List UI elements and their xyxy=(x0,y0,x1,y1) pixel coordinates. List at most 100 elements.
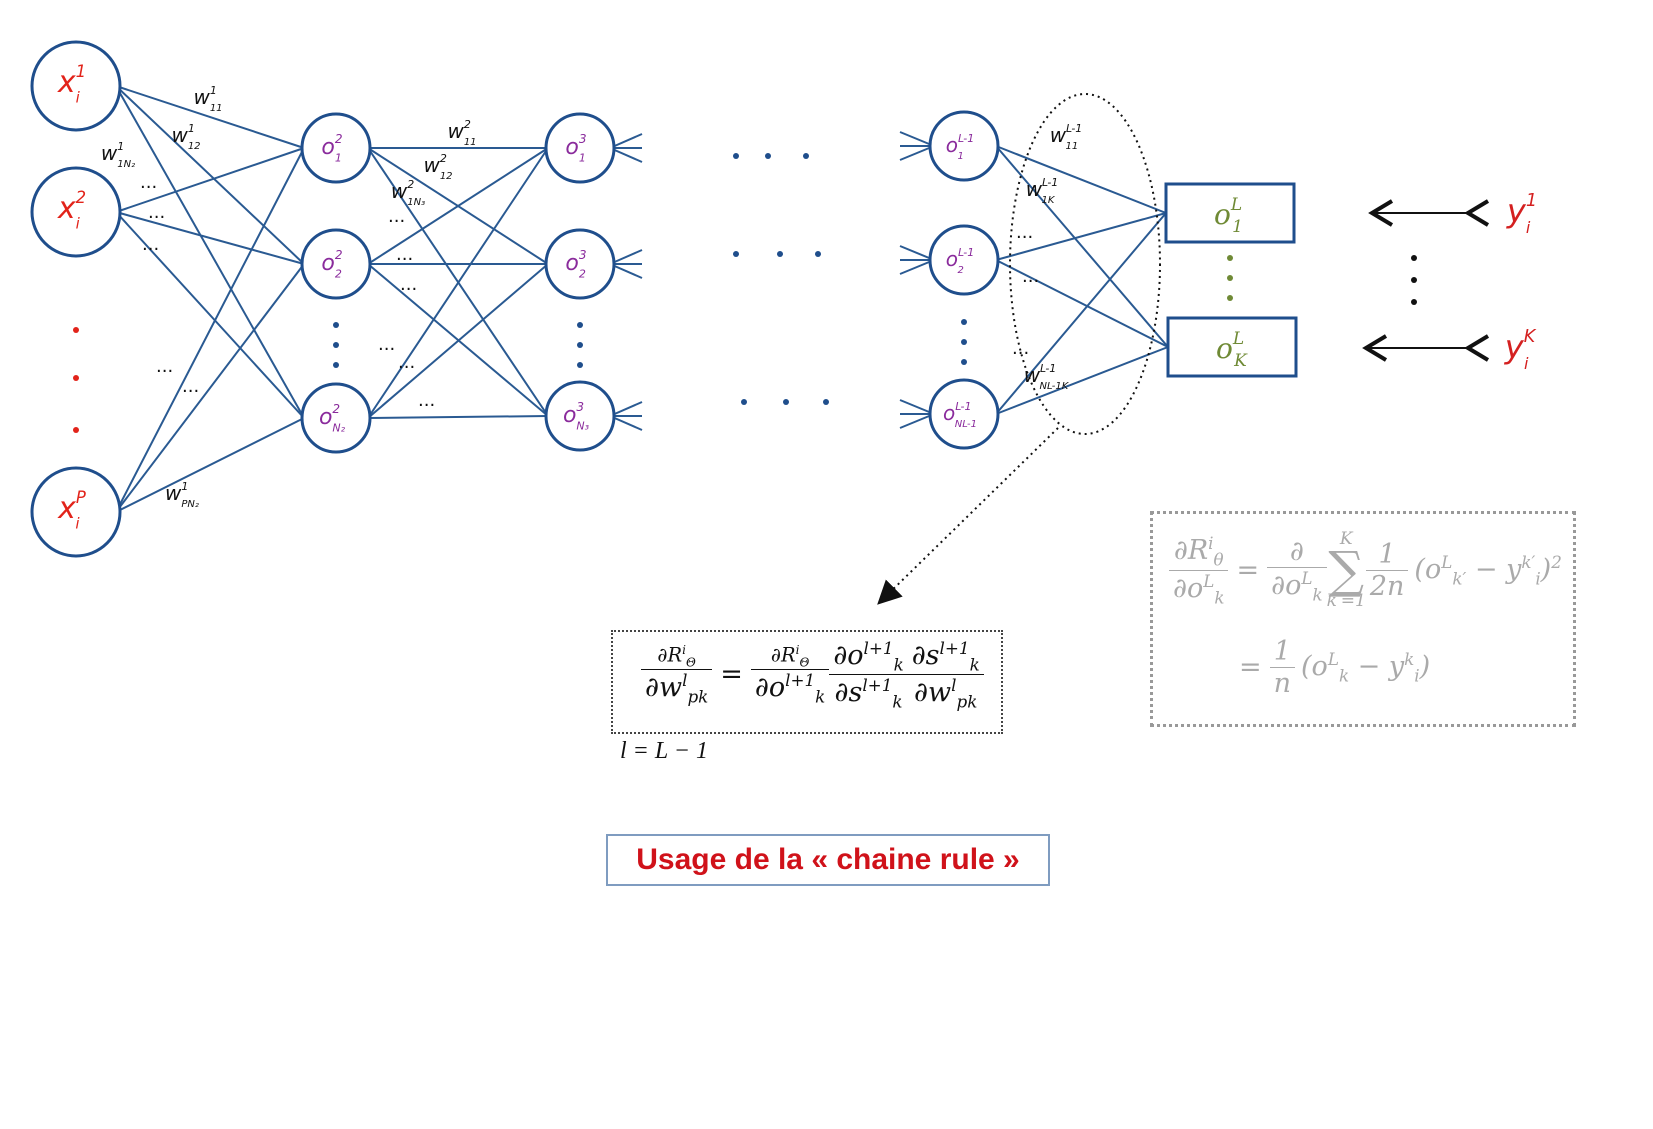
chain-rule-formula: ∂RiΘ ∂wlpk = ∂RiΘ ∂ol+1k ∂ol+1k ∂sl+1k ∂… xyxy=(641,638,984,712)
edge-input-2-to-l2-0 xyxy=(115,147,305,513)
layer3-vertical-dot-0 xyxy=(577,322,583,328)
layer-l-minus-1-node-1 xyxy=(928,224,1000,296)
ellipse-pointer-arrow xyxy=(877,427,1059,605)
ellipsis-mark-12: ... xyxy=(1022,266,1039,287)
loss-coefficient: 1 2n xyxy=(1365,539,1409,602)
layer3-node-2 xyxy=(544,380,616,452)
edge-lm1-0-to-out-1 xyxy=(995,145,1169,348)
output-box-0 xyxy=(1164,182,1296,244)
chain-rule-formula-box: ∂RiΘ ∂wlpk = ∂RiΘ ∂ol+1k ∂ol+1k ∂sl+1k ∂… xyxy=(611,630,1003,734)
layer-gap-dot-4 xyxy=(777,251,783,257)
edge-input-1-to-l2-0 xyxy=(115,147,305,213)
ellipsis-mark-10: ... xyxy=(418,390,435,411)
edge-input-0-to-l2-2 xyxy=(115,85,305,419)
target-vertical-dot-0 xyxy=(1411,255,1417,261)
output-vertical-dot-1 xyxy=(1227,275,1233,281)
edge-input-0-to-l2-1 xyxy=(115,85,305,265)
target-vertical-dot-1 xyxy=(1411,277,1417,283)
ellipsis-mark-2: ... xyxy=(142,234,159,255)
chain-equals: = xyxy=(720,659,743,691)
loss-derivative-line-2: = 1 n (oLk − yki) xyxy=(1239,636,1431,699)
chain-lhs-fraction: ∂RiΘ ∂wlpk xyxy=(641,643,713,707)
layer3-node-1 xyxy=(544,228,616,300)
ellipsis-mark-5: ... xyxy=(388,206,405,227)
edge-lm1-2-to-out-0 xyxy=(995,212,1167,415)
input-vertical-dot-2 xyxy=(73,427,79,433)
layer3-vertical-dot-1 xyxy=(577,342,583,348)
ellipsis-mark-11: ... xyxy=(1016,222,1033,243)
lm1-vertical-dot-2 xyxy=(961,359,967,365)
edge-input-1-to-l2-1 xyxy=(115,211,305,265)
chain-factor-2: ∂ol+1k ∂sl+1k xyxy=(829,638,908,712)
edge-lm1-stub-1-0 xyxy=(899,245,935,261)
network-nodes xyxy=(30,40,1298,558)
loss-squared-term: (oLk′ − yk′i)2 xyxy=(1414,551,1562,589)
layer3-vertical-dot-2 xyxy=(577,362,583,368)
highlight-ellipse xyxy=(1009,93,1161,435)
loss-result-coefficient: 1 n xyxy=(1269,636,1296,699)
layer-gap-dot-7 xyxy=(783,399,789,405)
edge-lm1-stub-1-2 xyxy=(899,259,935,275)
ellipsis-mark-8: ... xyxy=(378,334,395,355)
input-vertical-dot-1 xyxy=(73,375,79,381)
layer2-vertical-dot-1 xyxy=(333,342,339,348)
edge-input-0-to-l2-0 xyxy=(115,85,305,149)
layer-l-minus-1-node-2 xyxy=(928,378,1000,450)
layer-gap-dot-8 xyxy=(823,399,829,405)
layer2-node-2 xyxy=(300,382,372,454)
layer2-node-1 xyxy=(300,228,372,300)
layer-gap-dot-3 xyxy=(733,251,739,257)
edge-l2-2-to-l3-2 xyxy=(367,415,549,419)
layer-gap-dot-6 xyxy=(741,399,747,405)
layer-gap-dot-1 xyxy=(765,153,771,159)
loss-lhs-fraction: ∂Riθ ∂oLk xyxy=(1169,533,1229,607)
lm1-vertical-dot-1 xyxy=(961,339,967,345)
edge-lm1-1-to-out-0 xyxy=(995,212,1167,261)
layer2-node-0 xyxy=(300,112,372,184)
edge-input-2-to-l2-2 xyxy=(115,417,305,513)
edge-input-1-to-l2-2 xyxy=(115,211,305,419)
edge-lm1-2-to-out-1 xyxy=(995,346,1169,415)
summation-symbol: K ∑ k′=1 xyxy=(1326,529,1366,611)
loss-result-term: (oLk − yki) xyxy=(1301,649,1431,686)
layer2-vertical-dot-2 xyxy=(333,362,339,368)
input-node-0 xyxy=(30,40,122,132)
loss-derivative-line-1: ∂Riθ ∂oLk = ∂ ∂oLk K ∑ k′=1 1 2n (oLk′ −… xyxy=(1169,530,1562,610)
layer2-vertical-dot-0 xyxy=(333,322,339,328)
edge-lm1-1-to-out-1 xyxy=(995,259,1169,348)
ellipsis-mark-0: ... xyxy=(140,172,157,193)
layer-gap-dot-0 xyxy=(733,153,739,159)
edge-lm1-stub-2-0 xyxy=(899,399,935,415)
ellipsis-mark-6: ... xyxy=(396,244,413,265)
layer-gap-dot-2 xyxy=(803,153,809,159)
ellipsis-mark-7: ... xyxy=(400,274,417,295)
loss-derivative-operator: ∂ ∂oLk xyxy=(1267,536,1327,604)
edge-l2-2-to-l3-0 xyxy=(367,147,549,419)
edge-lm1-stub-0-2 xyxy=(899,145,935,161)
layer-l-minus-1-node-0 xyxy=(928,110,1000,182)
layer-index-note: l = L − 1 xyxy=(620,738,708,764)
edge-input-2-to-l2-1 xyxy=(115,263,305,513)
